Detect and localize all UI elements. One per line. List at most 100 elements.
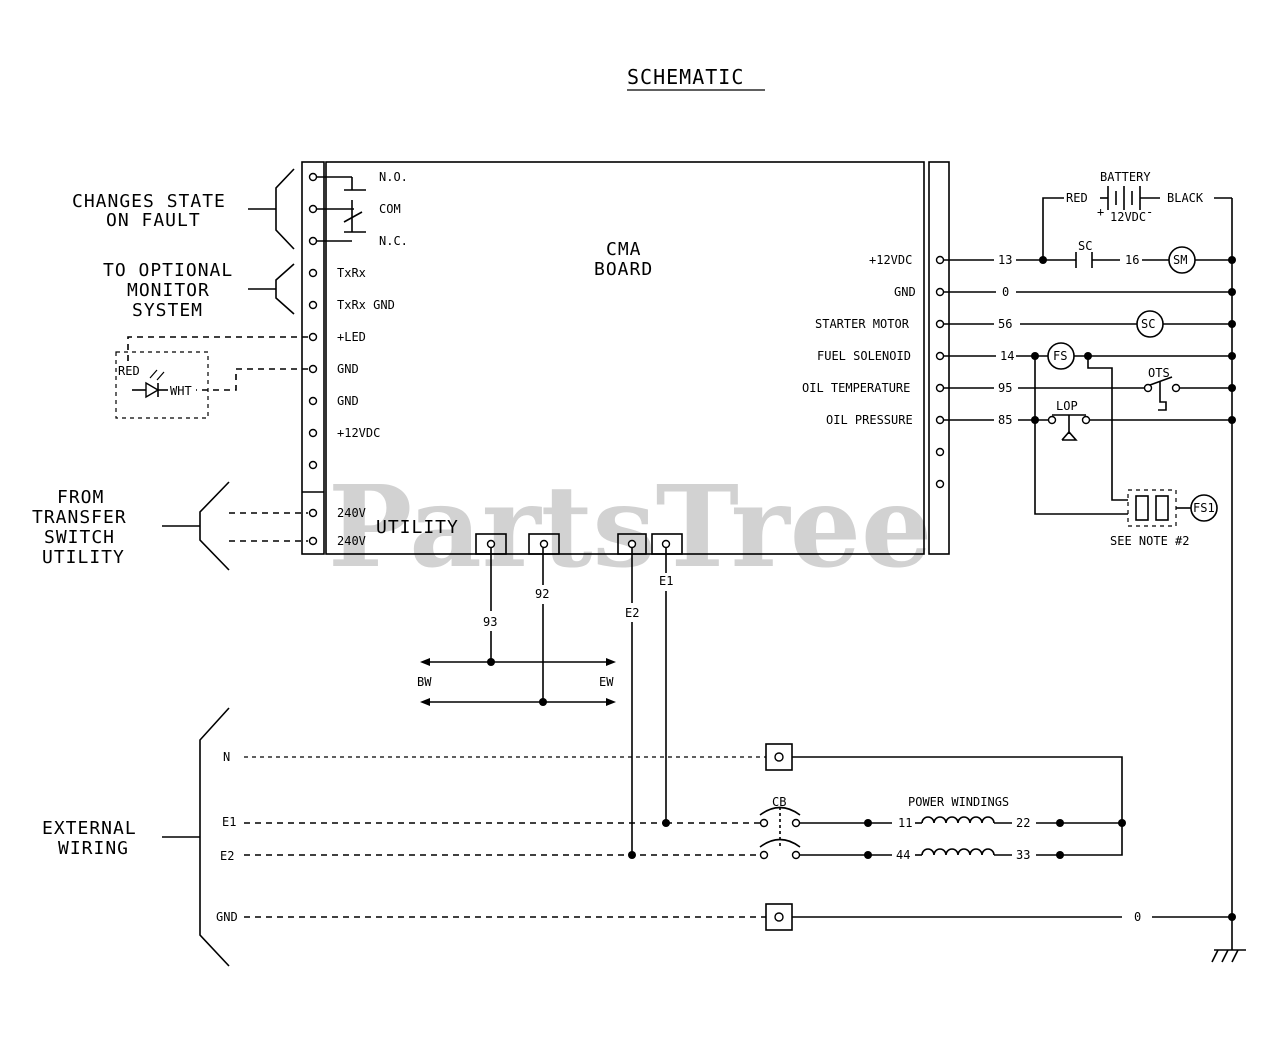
monitor-label-3: SYSTEM: [132, 300, 203, 321]
wire-85-label: 85: [998, 413, 1012, 427]
wire-56-label: 56: [998, 317, 1012, 331]
led-red-label: RED: [118, 364, 140, 378]
fault-label-1: CHANGES STATE: [72, 191, 226, 212]
wire-22-label: 22: [1016, 816, 1030, 830]
led-wht-label: WHT: [170, 384, 192, 398]
terminal-label-240v-2: 240V: [337, 534, 366, 548]
terminal-label-txrx-gnd: TxRx GND: [337, 298, 395, 312]
fault-label-2: ON FAULT: [106, 210, 201, 231]
terminal-txrx: [308, 268, 318, 278]
right-wiring: 13 SC 16 SM RED BLACK BATTERY 12VDC + - …: [944, 170, 1236, 938]
note-label: SEE NOTE #2: [1110, 534, 1189, 548]
fs1-label: FS1: [1193, 501, 1215, 515]
wire-e2-label: E2: [625, 606, 639, 620]
transfer-label-3: SWITCH: [44, 527, 115, 548]
left-terminal-strip: [301, 161, 325, 555]
wire-92-label: 92: [535, 587, 549, 601]
led-ray-icon: [149, 369, 158, 379]
wire-95-label: 95: [998, 381, 1012, 395]
terminal-240v-2: [308, 536, 318, 546]
wire-16-label: 16: [1125, 253, 1139, 267]
fs1-relay-box: [1127, 489, 1177, 527]
board-bottom-terminals: 93 92 E2 E1 BW EW: [417, 533, 683, 855]
transfer-label-4: UTILITY: [42, 547, 125, 568]
battery-label: BATTERY: [1100, 170, 1151, 184]
right-label-starter: STARTER MOTOR: [815, 317, 910, 331]
monitor-label-1: TO OPTIONAL: [103, 260, 233, 281]
battery-red-label: RED: [1066, 191, 1088, 205]
power-windings-label: POWER WINDINGS: [908, 795, 1009, 809]
battery-black-label: BLACK: [1167, 191, 1204, 205]
wire-14-label: 14: [1000, 349, 1014, 363]
terminal-e1: [661, 539, 671, 549]
ext-e1-label: E1: [222, 815, 236, 829]
lop-switch-icon: [1047, 415, 1057, 425]
sc-contact-label: SC: [1078, 239, 1092, 253]
terminal-label-no: N.O.: [379, 170, 408, 184]
page-title: SCHEMATIC: [627, 65, 744, 89]
wire-0b-label: 0: [1134, 910, 1141, 924]
terminal-label-12vdc: +12VDC: [337, 426, 380, 440]
right-label-gnd: GND: [894, 285, 916, 299]
terminal-led: [308, 332, 318, 342]
terminal-label-gnd-1: GND: [337, 362, 359, 376]
terminal-93: [486, 539, 496, 549]
board-label-cma: CMA: [606, 239, 642, 260]
ots-label: OTS: [1148, 366, 1170, 380]
board-label-board: BOARD: [594, 259, 653, 280]
ext-e2-label: E2: [220, 849, 234, 863]
battery-plus-label: +: [1097, 205, 1104, 219]
terminal-label-nc: N.C.: [379, 234, 408, 248]
power-winding-1-icon: [921, 816, 995, 824]
cb-icon: [759, 818, 769, 828]
wire-44-label: 44: [896, 848, 910, 862]
wire-13-label: 13: [998, 253, 1012, 267]
lop-label: LOP: [1056, 399, 1078, 413]
terminal-nc: [308, 236, 318, 246]
wire-33-label: 33: [1016, 848, 1030, 862]
terminal-com: [308, 204, 318, 214]
terminal-gnd-2: [308, 396, 318, 406]
watermark: PartsTree: [328, 462, 932, 593]
power-winding-2-icon: [921, 848, 995, 856]
right-label-fuel: FUEL SOLENOID: [817, 349, 911, 363]
fs1-icon: [1190, 494, 1218, 522]
sc-coil-label: SC: [1141, 317, 1155, 331]
external-wiring: N E1 E2 GND CB 11 22 POWER WINDINGS: [216, 743, 1246, 963]
starter-motor-icon: [1168, 246, 1196, 274]
starter-contactor-icon: [1136, 310, 1164, 338]
ots-switch-icon: [1143, 383, 1153, 393]
terminal-label-gnd-2: GND: [337, 394, 359, 408]
terminal-label-led: +LED: [337, 330, 366, 344]
bus-bw-label: BW: [417, 675, 432, 689]
terminal-label-240v-1: 240V: [337, 506, 366, 520]
bus-arrow-icon: [420, 658, 430, 666]
battery-minus-label: -: [1146, 205, 1153, 219]
battery-voltage-label: 12VDC: [1110, 210, 1146, 224]
terminal-no: [308, 172, 318, 182]
ext-gnd-label: GND: [216, 910, 238, 924]
wire-11-label: 11: [898, 816, 912, 830]
right-terminal-strip: [928, 161, 950, 555]
bus-ew-label: EW: [599, 675, 614, 689]
terminal-label-com: COM: [379, 202, 401, 216]
right-label-12vdc: +12VDC: [869, 253, 912, 267]
led-diode-icon: [145, 381, 160, 399]
led-box: [115, 351, 209, 419]
transfer-label-1: FROM: [57, 487, 104, 508]
transfer-label-2: TRANSFER: [32, 507, 127, 528]
left-terminals: N.O. COM N.C. TxRx TxRx GND +LED GND GND…: [308, 170, 408, 548]
ext-n-label: N: [223, 750, 230, 764]
terminal-240v-1: [308, 508, 318, 518]
terminal-e2: [627, 539, 637, 549]
terminal-txrx-gnd: [308, 300, 318, 310]
fs-label: FS: [1053, 349, 1067, 363]
cb-label: CB: [772, 795, 786, 809]
wire-e1-label: E1: [659, 574, 673, 588]
external-label-2: WIRING: [58, 838, 129, 859]
external-label-1: EXTERNAL: [42, 818, 137, 839]
right-label-oil-temp: OIL TEMPERATURE: [802, 381, 910, 395]
led-indicator: RED WHT: [115, 336, 308, 419]
